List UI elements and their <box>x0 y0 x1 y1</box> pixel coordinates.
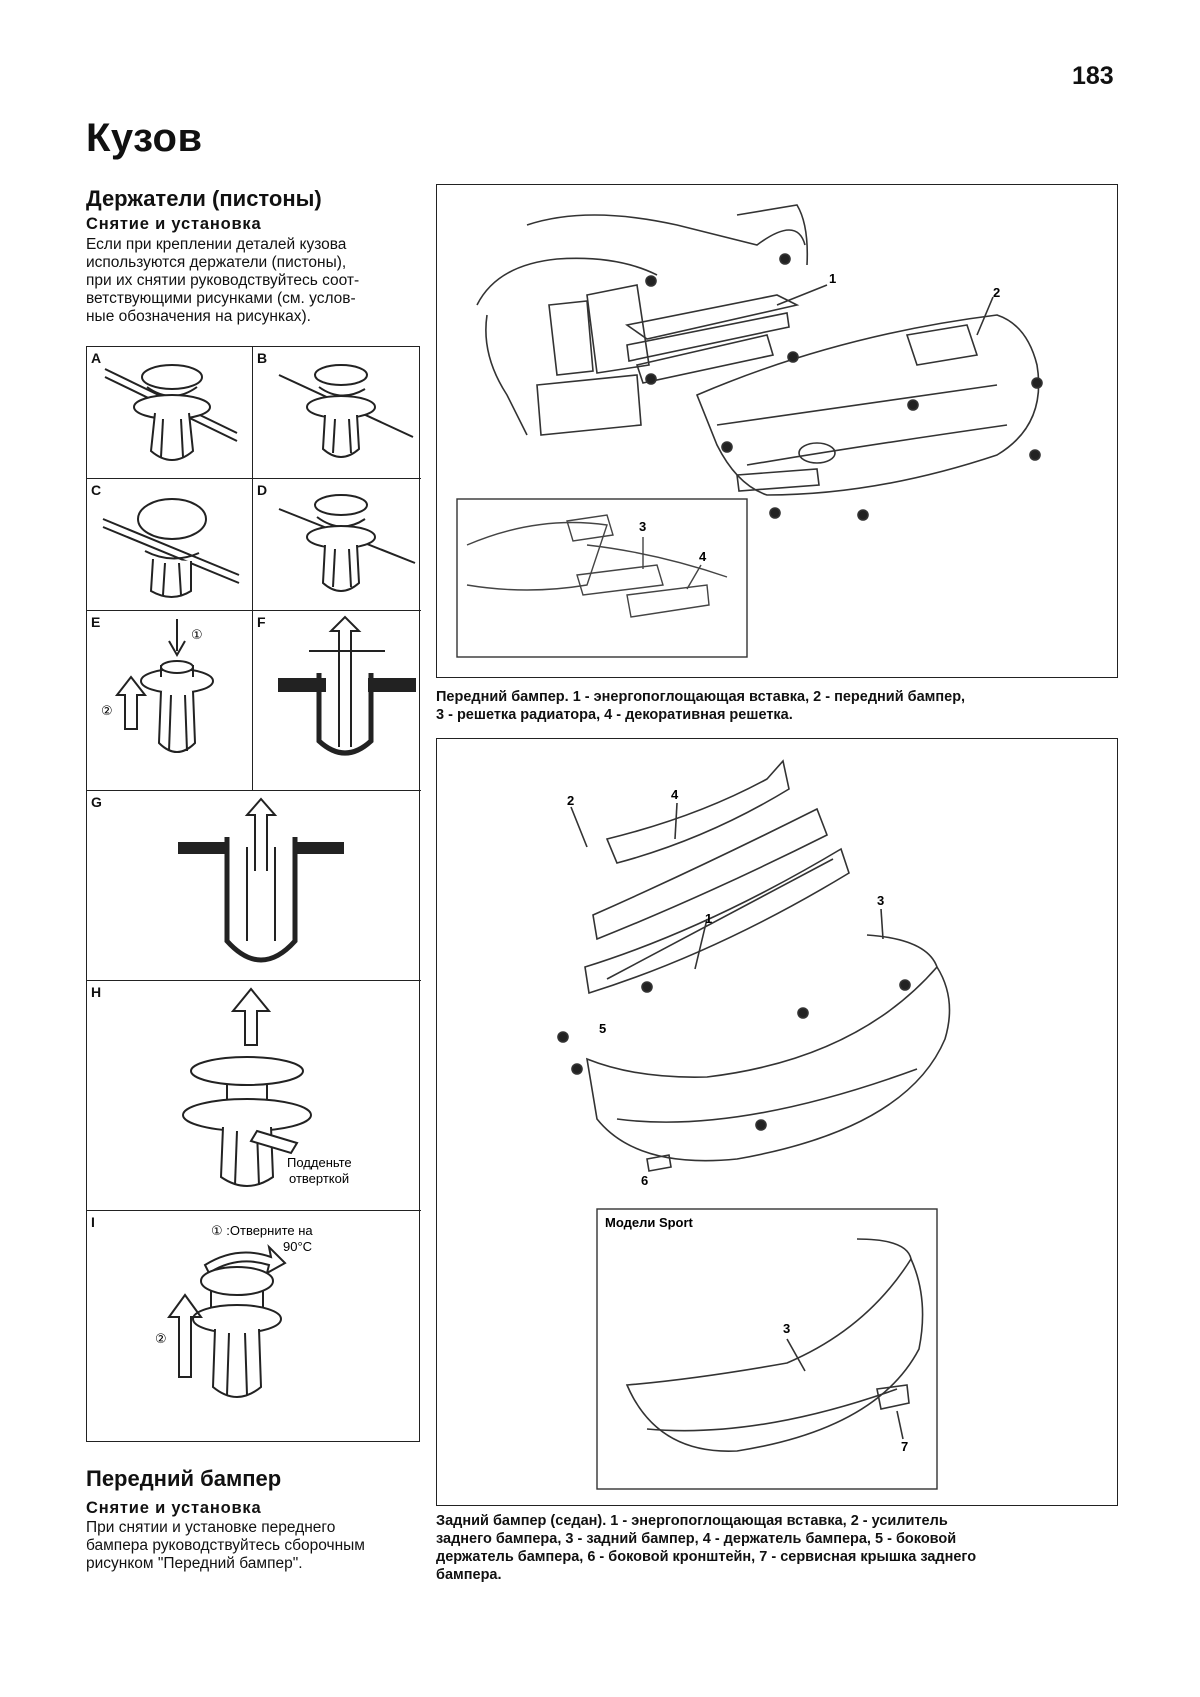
sport-inset-title: Модели Sport <box>605 1215 694 1230</box>
clip-panel-b: B <box>253 347 421 479</box>
rear-callout-2: 2 <box>567 793 574 808</box>
panel-h-note-line: Подденьте <box>287 1155 352 1170</box>
clips-heading: Держатели (пистоны) <box>86 186 322 211</box>
front-bumper-caption: Передний бампер. 1 - энергопоглощающая в… <box>436 688 1118 724</box>
panel-label: B <box>257 350 268 366</box>
rear-bumper-drawing: 1 2 3 4 5 6 Модели Sport 3 7 <box>557 759 951 1490</box>
panel-label: G <box>91 794 102 810</box>
front-bumper-body: При снятии и установке переднего бампера… <box>86 1519 420 1573</box>
clip-d-drawing <box>278 494 416 592</box>
front-bumper-subheading: Снятие и установка <box>86 1499 262 1517</box>
rear-callout-5: 5 <box>599 1021 606 1036</box>
panel-i-note-line: ① :Отверните на <box>211 1223 313 1238</box>
rear-callout-3: 3 <box>877 893 884 908</box>
clip-b-drawing <box>278 364 414 458</box>
page-number: 183 <box>1072 62 1114 90</box>
clip-panel-e: E ① ② <box>87 611 253 791</box>
clip-c-drawing <box>102 498 240 598</box>
panel-label: D <box>257 482 268 498</box>
clips-body: Если при креплении деталей кузова исполь… <box>86 236 420 326</box>
panel-label: A <box>91 350 102 366</box>
front-callout-1: 1 <box>829 271 836 286</box>
rear-caption-line: бампера. <box>436 1567 502 1583</box>
clips-body-line: ные обозначения на рисунках). <box>86 308 311 325</box>
rear-bumper-caption: Задний бампер (седан). 1 - энергопоглоща… <box>436 1512 1118 1584</box>
clip-panel-f: F <box>253 611 421 791</box>
rear-bumper-figure: 1 2 3 4 5 6 Модели Sport 3 7 <box>436 738 1118 1506</box>
front-caption-line: Передний бампер. 1 - энергопоглощающая в… <box>436 689 966 705</box>
front-bumper-body-line: рисунком "Передний бампер". <box>86 1555 303 1572</box>
rear-callout-1: 1 <box>705 911 712 926</box>
front-bumper-drawing: 1 2 3 4 <box>456 204 1043 658</box>
clip-g-drawing <box>178 797 344 963</box>
rear-caption-line: держатель бампера, 6 - боковой кронштейн… <box>436 1549 977 1565</box>
front-bumper-body-line: При снятии и установке переднего <box>86 1519 336 1536</box>
sport-callout-3: 3 <box>783 1321 790 1336</box>
clip-panel-h: H Подденьте отверткой <box>87 981 421 1211</box>
front-bumper-body-line: бампера руководствуйтесь сборочным <box>86 1537 365 1554</box>
clip-h-drawing: Подденьте отверткой <box>182 987 352 1187</box>
rear-caption-line: Задний бампер (седан). 1 - энергопоглоща… <box>436 1513 948 1529</box>
rear-callout-4: 4 <box>671 787 679 802</box>
clip-panel-d: D <box>253 479 421 611</box>
clip-panel-i: I ① :Отверните на 90°С ② <box>87 1211 421 1441</box>
clips-subheading: Снятие и установка <box>86 215 262 233</box>
clip-panel-c: C <box>87 479 253 611</box>
clip-e-drawing: ① ② <box>101 619 214 753</box>
front-callout-3: 3 <box>639 519 646 534</box>
panel-label: I <box>91 1214 95 1230</box>
rear-caption-line: заднего бампера, 3 - задний бампер, 4 - … <box>436 1531 957 1547</box>
front-bumper-heading: Передний бампер <box>86 1466 282 1491</box>
front-caption-line: 3 - решетка радиатора, 4 - декоративная … <box>436 707 793 723</box>
panel-label: H <box>91 984 102 1000</box>
panel-e-marker-2: ② <box>101 703 113 718</box>
clip-panel-a: A <box>87 347 253 479</box>
front-callout-4: 4 <box>699 549 707 564</box>
front-callout-2: 2 <box>993 285 1000 300</box>
clip-a-drawing <box>104 364 238 461</box>
rear-callout-6: 6 <box>641 1173 648 1188</box>
panel-label: F <box>257 614 266 630</box>
panel-label: E <box>91 614 101 630</box>
front-bumper-figure: 1 2 3 4 <box>436 184 1118 678</box>
panel-i-note-line: 90°С <box>283 1239 312 1254</box>
panel-label: C <box>91 482 102 498</box>
panel-i-marker: ② <box>155 1331 167 1346</box>
panel-e-marker-1: ① <box>191 627 203 642</box>
clips-body-line: ветствующими рисунками (см. услов- <box>86 290 356 307</box>
panel-h-note-line: отверткой <box>289 1171 349 1186</box>
clip-i-drawing: ① :Отверните на 90°С ② <box>155 1223 313 1398</box>
clip-illustration-grid: A B C <box>86 346 421 1442</box>
clip-f-drawing <box>278 615 416 756</box>
clips-body-line: используются держатели (пистоны), <box>86 254 347 271</box>
page-title: Кузов <box>86 116 203 160</box>
clip-panel-g: G <box>87 791 421 981</box>
clips-body-line: Если при креплении деталей кузова <box>86 236 347 253</box>
clips-body-line: при их снятии руководствуйтесь соот- <box>86 272 360 289</box>
sport-callout-7: 7 <box>901 1439 908 1454</box>
